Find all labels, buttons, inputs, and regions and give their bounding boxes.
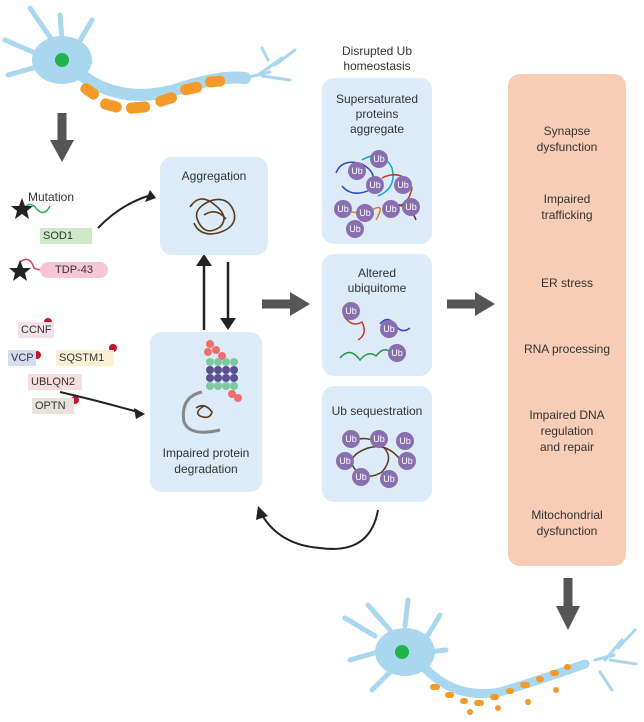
consequence-synapse-2: dysfunction [536, 140, 598, 154]
nucleus-bottom [395, 645, 409, 659]
arrow-down-left [50, 140, 74, 162]
degradation-box: Impaired protein degradation [150, 332, 262, 492]
mutation-label: Mutation [28, 190, 75, 204]
ub-chip: Ub [370, 150, 388, 168]
gene-sqstm1: SQSTM1 [56, 350, 114, 366]
aggregate-tangle [189, 198, 236, 235]
consequence-dna-3: and repair [539, 440, 595, 454]
consequence-rna: RNA processing [523, 342, 611, 356]
consequence-trafficking-2: trafficking [541, 208, 593, 222]
healthy-neuron [2, 5, 297, 114]
gene-vcp: VCP [8, 350, 36, 366]
supersaturated-label-2: proteins [355, 107, 399, 121]
ub-chip: Ub [342, 430, 360, 448]
degenerating-neuron [342, 597, 638, 715]
aggregation-label: Aggregation [181, 169, 247, 183]
arrow-right-2 [475, 292, 495, 316]
aggregation-box: Aggregation [160, 157, 268, 255]
gene-ccnf: CCNF [18, 322, 54, 338]
consequences-panel: Synapse dysfunction Impaired trafficking… [508, 74, 626, 566]
sequestration-label: Ub sequestration [331, 404, 423, 418]
ub-chip: Ub [388, 344, 406, 362]
consequence-dna-1: Impaired DNA [529, 408, 605, 422]
altered-ubiquitome-box: Altered ubiquitome Ub Ub Ub [322, 254, 432, 376]
ub-chip: Ub [352, 468, 370, 486]
degradation-label-1: Impaired protein [162, 446, 250, 460]
supersaturated-label-1: Supersaturated [335, 92, 419, 106]
consequence-dna-2: regulation [540, 424, 594, 438]
proteasome-graphic [181, 340, 242, 434]
supersaturated-label-3: aggregate [349, 122, 405, 136]
ub-chip: Ub [382, 200, 400, 218]
ub-chip: Ub [398, 452, 416, 470]
consequence-synapse-1: Synapse [543, 124, 591, 138]
nucleus-top [55, 53, 69, 67]
gene-optn: OPTN [32, 398, 74, 414]
ub-chip: Ub [336, 452, 354, 470]
ub-chip: Ub [346, 220, 364, 238]
header-line2: homeostasis [343, 59, 411, 73]
ub-chip: Ub [356, 204, 374, 222]
consequence-trafficking-1: Impaired [543, 192, 591, 206]
ub-chip: Ub [402, 198, 420, 216]
altered-label-1: Altered [357, 266, 397, 280]
ub-chip: Ub [370, 430, 388, 448]
ubiquitome-graphic [339, 315, 411, 362]
ub-chip: Ub [380, 470, 398, 488]
altered-label-2: ubiquitome [347, 281, 407, 295]
ub-chip: Ub [366, 176, 384, 194]
mutation-star-sod1 [11, 198, 33, 219]
ub-sequestration-box: Ub sequestration Ub Ub Ub Ub Ub Ub Ub [322, 386, 432, 502]
ub-chip: Ub [342, 302, 360, 320]
supersaturated-box: Supersaturated proteins aggregate Ub Ub … [322, 78, 432, 244]
ub-chip: Ub [380, 320, 398, 338]
ub-chip: Ub [394, 176, 412, 194]
gene-ubqln2: UBLQN2 [28, 374, 82, 390]
arrow-right-1 [290, 292, 310, 316]
consequence-er-stress: ER stress [540, 276, 593, 290]
arrow-down-right [556, 606, 580, 630]
consequence-mito-2: dysfunction [536, 524, 598, 538]
ub-chip: Ub [396, 432, 414, 450]
header-line1: Disrupted Ub [341, 44, 413, 58]
consequence-mito-1: Mitochondrial [531, 508, 603, 522]
mutation-star-tdp43 [9, 260, 31, 281]
ub-chip: Ub [334, 200, 352, 218]
gene-tdp43: TDP-43 [40, 262, 108, 278]
degradation-label-2: degradation [174, 462, 238, 476]
gene-sod1: SOD1 [40, 228, 92, 244]
ub-chip: Ub [348, 162, 366, 180]
